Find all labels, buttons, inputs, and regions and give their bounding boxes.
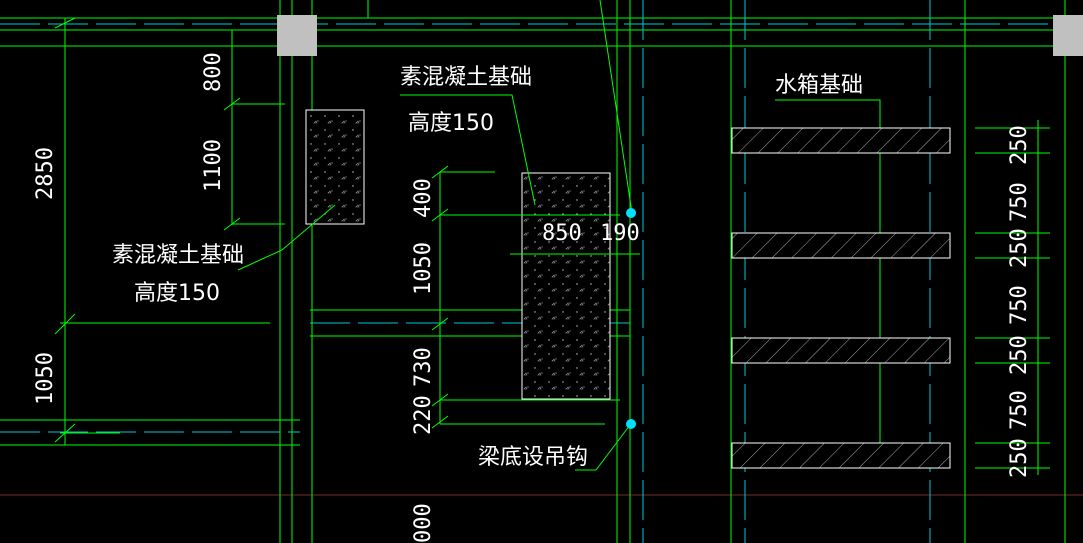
left-dimension-chain — [54, 17, 270, 445]
label-plain-concrete-right: 素混凝土基础 — [400, 65, 532, 90]
dim-center-220: 220 — [411, 395, 436, 435]
dim-right-2: 750 — [1007, 182, 1032, 222]
dim-right-5: 250 — [1007, 335, 1032, 375]
dim-right-1: 250 — [1007, 125, 1032, 165]
water-tank-strip-3 — [731, 337, 951, 364]
column-right — [1053, 15, 1083, 56]
dim-right-7: 250 — [1007, 438, 1032, 478]
label-water-tank-foundation: 水箱基础 — [775, 73, 863, 98]
dim-left-lower: 1050 — [33, 352, 58, 405]
label-beam-bottom-hook: 梁底设吊钩 — [478, 445, 588, 470]
label-plain-concrete-left: 素混凝土基础 — [112, 243, 244, 268]
dim-mid-middle: 1100 — [201, 139, 226, 192]
dim-right-3: 250 — [1007, 228, 1032, 268]
plain-concrete-foundation-center — [521, 172, 611, 400]
dim-mid-top: 800 — [201, 52, 226, 92]
middle-dimension-chain — [223, 30, 285, 231]
dim-center-bottom: 000 — [411, 503, 436, 543]
column-left — [277, 15, 317, 56]
hook-dot-lower — [626, 419, 636, 429]
dim-width-190: 190 — [600, 221, 640, 246]
dim-right-6: 750 — [1007, 390, 1032, 430]
dim-center-400: 400 — [411, 178, 436, 218]
dim-center-730: 730 — [411, 347, 436, 387]
leader-lines — [237, 0, 881, 471]
right-dimension-chain — [975, 120, 1050, 475]
hook-dot-upper — [626, 208, 636, 218]
dim-width-850: 850 — [542, 221, 582, 246]
vertical-beam-lines — [279, 0, 1066, 543]
top-beam-lines — [0, 17, 1083, 446]
label-height-left: 高度150 — [134, 281, 220, 306]
dim-center-1050: 1050 — [411, 242, 436, 295]
plain-concrete-foundation-left — [305, 109, 365, 225]
water-tank-strip-4 — [731, 442, 951, 469]
label-height-right: 高度150 — [408, 111, 494, 136]
center-dimension-chain — [431, 165, 640, 429]
water-tank-strip-1 — [731, 127, 951, 154]
dim-left-total: 2850 — [33, 147, 58, 200]
dim-right-4: 750 — [1007, 285, 1032, 325]
water-tank-strip-2 — [731, 232, 951, 259]
